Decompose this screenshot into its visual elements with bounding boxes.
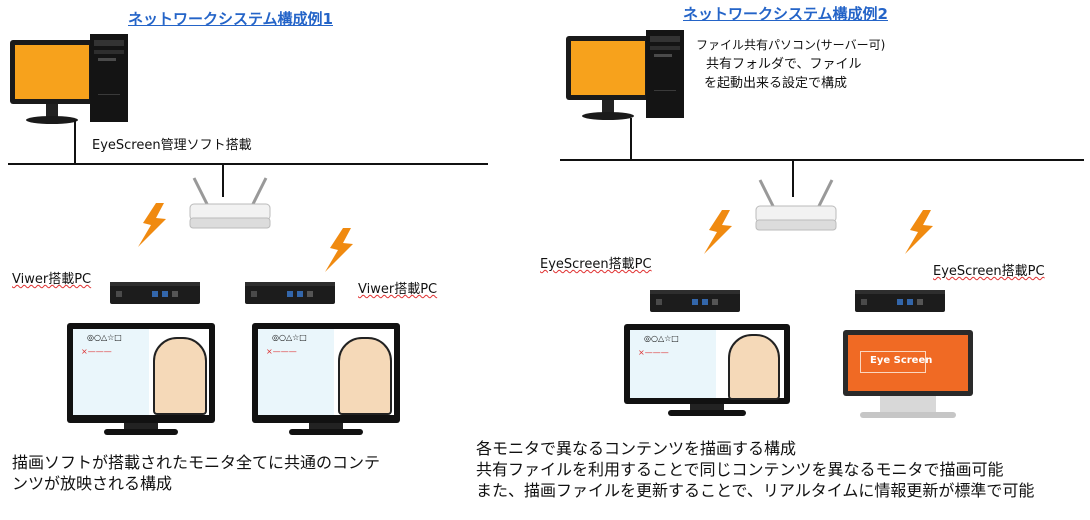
diagram-2-title: ネットワークシステム構成例2 xyxy=(683,5,888,23)
monitor-base xyxy=(289,429,363,435)
router-2 xyxy=(754,178,838,232)
screen-line-text: ×——— xyxy=(638,348,669,357)
monitor-base xyxy=(860,412,956,418)
server-label-2a: ファイル共有パソコン(サーバー可) xyxy=(696,38,886,52)
screen-line-text: ×——— xyxy=(266,347,297,356)
screen-shapes-text: ◎○△☆□ xyxy=(87,333,122,342)
wireless-bolt-icon xyxy=(325,228,353,272)
monitor-base xyxy=(104,429,178,435)
router-1 xyxy=(188,176,272,230)
wireless-bolt-icon xyxy=(704,210,732,254)
screen-shapes-text: ◎○△☆□ xyxy=(272,333,307,342)
server-label-2b: 共有フォルダで、ファイル xyxy=(706,57,862,72)
screen-line-text: ×——— xyxy=(81,347,112,356)
server-label-2c: を起動出来る設定で構成 xyxy=(704,76,848,91)
screen-panel xyxy=(73,329,149,415)
wireless-bolt-icon xyxy=(138,203,166,247)
orange-screen: Eye Screen xyxy=(848,335,968,391)
mini-pc-2a xyxy=(650,290,740,312)
mini-pc-1a xyxy=(110,282,200,304)
diagram-2-description: 各モニタで異なるコンテンツを描画する構成 共有ファイルを利用することで同じコンテ… xyxy=(476,439,1035,500)
mini-pc-1b xyxy=(245,282,335,304)
monitor-1b: ◎○△☆□ ×——— xyxy=(252,323,400,423)
server-drop-line-2 xyxy=(630,118,632,160)
monitor-screen: ◎○△☆□ ×——— xyxy=(258,329,394,415)
teacher-avatar xyxy=(728,334,780,400)
monitor-stand xyxy=(690,404,724,412)
wireless-bolt-icon xyxy=(905,210,933,254)
screen-panel xyxy=(630,330,716,398)
screen-panel xyxy=(258,329,334,415)
teacher-avatar xyxy=(338,337,392,415)
server-desktop-2 xyxy=(566,30,684,120)
monitor-1a: ◎○△☆□ ×——— xyxy=(67,323,215,423)
server-desktop-1 xyxy=(10,34,128,124)
monitor-screen: ◎○△☆□ ×——— xyxy=(630,330,784,400)
monitor-2b: Eye Screen xyxy=(843,330,973,396)
client-label-1a: Viwer搭載PC xyxy=(12,272,92,287)
mini-pc-2b xyxy=(855,290,945,312)
monitor-stand xyxy=(880,396,936,414)
server-drop-line-1 xyxy=(74,120,76,164)
router-drop-line-1 xyxy=(222,165,224,197)
client-label-1b: Viwer搭載PC xyxy=(358,282,438,297)
orange-screen-text: Eye Screen xyxy=(870,355,933,366)
monitor-screen: ◎○△☆□ ×——— xyxy=(73,329,209,415)
screen-shapes-text: ◎○△☆□ xyxy=(644,334,679,343)
server-label-1: EyeScreen管理ソフト搭載 xyxy=(92,138,252,153)
diagram-1-title: ネットワークシステム構成例1 xyxy=(128,10,333,28)
teacher-avatar xyxy=(153,337,207,415)
router-drop-line-2 xyxy=(792,161,794,197)
client-label-2a: EyeScreen搭載PC xyxy=(540,257,652,272)
network-bus-line-2 xyxy=(560,159,1084,161)
monitor-2a: ◎○△☆□ ×——— xyxy=(624,324,790,404)
network-bus-line-1 xyxy=(8,163,488,165)
monitor-base xyxy=(668,410,746,416)
monitor-stand xyxy=(309,423,343,431)
client-label-2b: EyeScreen搭載PC xyxy=(933,264,1045,279)
monitor-stand xyxy=(124,423,158,431)
diagram-1-description: 描画ソフトが搭載されたモニタ全てに共通のコンテ ンツが放映される構成 xyxy=(12,453,381,493)
screen-frame xyxy=(860,351,926,373)
